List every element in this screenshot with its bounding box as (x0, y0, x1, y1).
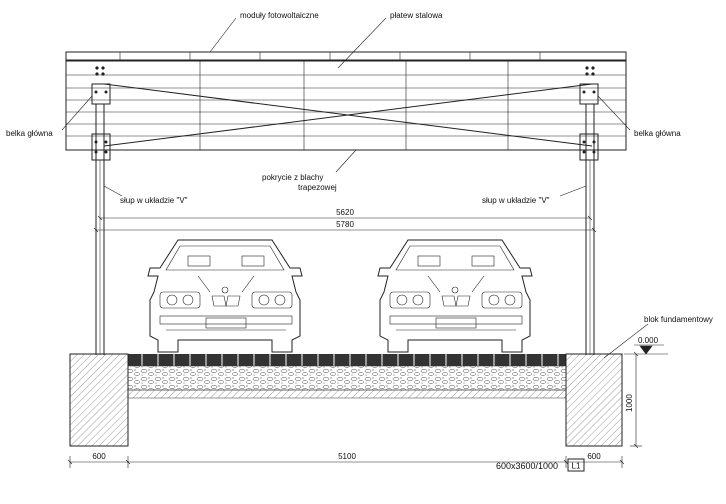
car-right (377, 239, 533, 353)
bottom-dimensions (67, 456, 625, 468)
foundation-tag: L1 (572, 462, 581, 471)
cross-bracing (103, 83, 593, 147)
foundation-left (69, 353, 129, 447)
label-main-beam-right: belka główna (634, 129, 681, 138)
foundation-spec: 600x3600/1000 (496, 461, 558, 471)
label-main-beam-left: belka główna (6, 129, 53, 138)
joint-plates (91, 66, 599, 161)
dim-inner-span: 5620 (336, 208, 354, 217)
depth-dimension (630, 351, 642, 449)
label-column-left: słup w układzie "V" (120, 196, 188, 205)
roof-assembly (65, 51, 627, 161)
label-roofing-line1: pokrycie z blachy (262, 173, 323, 182)
level-marker (624, 344, 668, 355)
pavement (127, 354, 567, 399)
label-steel-purlin: płatew stalowa (390, 11, 443, 20)
level-label: 0.000 (638, 336, 659, 345)
label-pv-modules: moduły fotowoltaiczne (240, 11, 319, 20)
dim-right-footing: 600 (587, 452, 601, 461)
column-right (585, 104, 595, 355)
label-column-right: słup w układzie "V" (482, 196, 550, 205)
roof-panel (65, 60, 627, 151)
column-left (95, 104, 105, 355)
dim-left-footing: 600 (92, 452, 106, 461)
label-foundation-block: blok fundamentowy (644, 315, 713, 324)
dim-bay-width: 5100 (338, 452, 356, 461)
label-roofing-line2: trapezowej (298, 183, 337, 192)
dim-footing-depth: 1000 (625, 394, 634, 412)
foundation-tag-box (567, 458, 585, 472)
dim-outer-span: 5780 (336, 220, 354, 229)
leader-lines (61, 17, 649, 359)
span-dimensions (93, 215, 597, 233)
car-left (147, 239, 303, 353)
foundation-right (565, 353, 623, 447)
pv-modules-strip (65, 51, 627, 61)
